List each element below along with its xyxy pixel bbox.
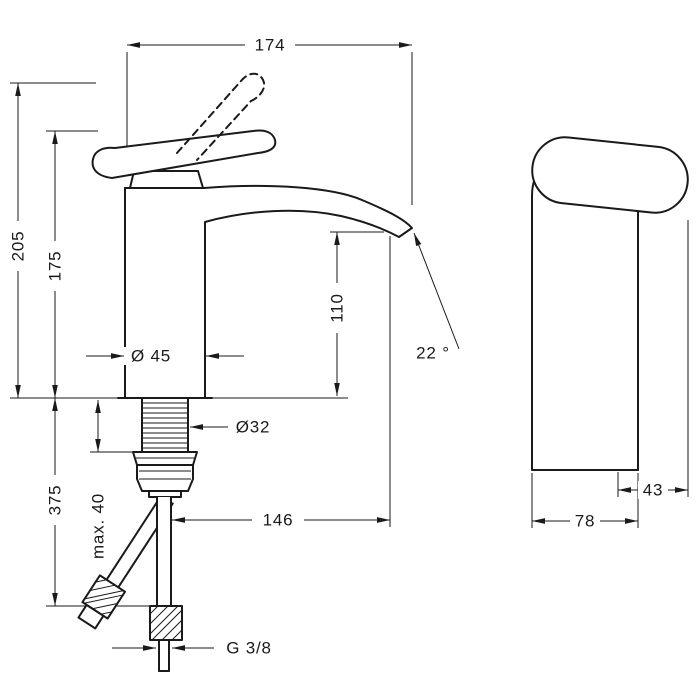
dim-label-reach: 174 [255,36,286,55]
front-view [77,72,413,672]
side-view-handle [531,136,689,214]
dim-label-connection-thread: G 3/8 [226,639,272,658]
hose-connector-angled-hatch [84,579,124,615]
washer [148,490,182,498]
mounting-nut-lines [136,457,194,480]
shank-thread-lines [143,402,187,449]
side-view [531,136,689,471]
cartridge-cap [129,170,204,189]
dim-label-shank-diameter: Ø32 [236,418,271,437]
hose-connector-straight [149,605,183,641]
threaded-shank [141,397,189,453]
mounting-nut-body [136,464,194,492]
hose-connector-straight-hatch [149,605,183,641]
dim-label-body-height: 175 [46,251,65,282]
hose-tip-angled [77,603,105,630]
handle-raised-dashed-outline [176,72,266,161]
dim-label-outlet-height: 110 [328,293,347,323]
dimension-labels: 174 205 175 110 375 max. 40 Ø 45 Ø32 146… [9,36,668,658]
spout-outline [203,184,413,238]
dim-label-total-height: 205 [9,231,28,262]
dim-label-body-diameter: Ø 45 [131,347,171,366]
dim-label-side-handle-depth: 43 [643,481,664,500]
supply-hose-straight [149,496,183,672]
dim-label-outlet-angle: 22 ° [416,344,450,363]
dim-22deg-leader [413,232,460,350]
handle-rest-outline [91,129,277,179]
dim-label-below-deck-length: 375 [46,485,65,516]
dim-label-max-thickness: max. 40 [89,493,108,559]
dim-label-side-body-depth: 78 [575,512,596,531]
dim-label-outlet-offset: 146 [263,511,294,530]
